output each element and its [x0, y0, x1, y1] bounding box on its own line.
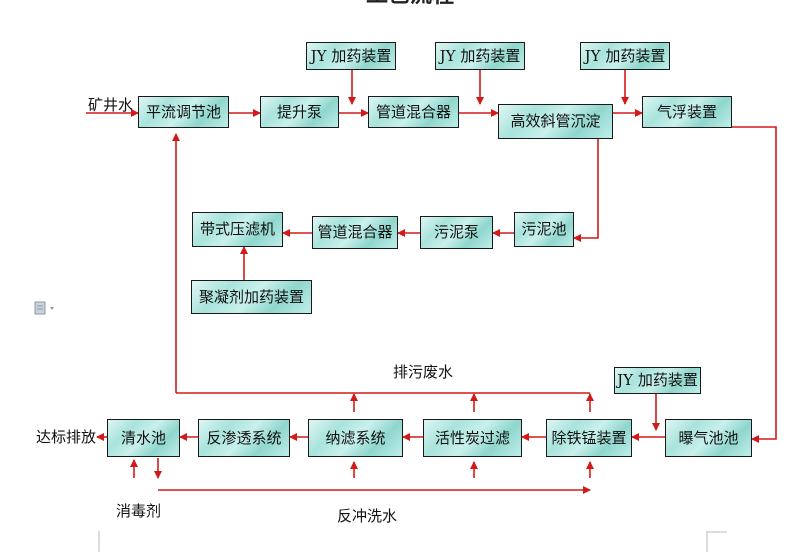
coagulant-dosing-box: 聚凝剂加药装置: [191, 280, 312, 314]
jy-dosing-box-4: JY 加药装置: [614, 367, 701, 394]
jy-dosing-box-3: JY 加药装置: [580, 42, 670, 70]
iron-manganese-removal-box: 除铁锰装置: [546, 419, 632, 457]
margin-corner-left: [78, 531, 100, 553]
aeration-tank-box: 曝气池池: [665, 419, 752, 457]
pipe-mixer-box-2: 管道混合器: [312, 216, 398, 249]
margin-corner-right: [706, 531, 727, 552]
lift-pump-box: 提升泵: [260, 96, 339, 128]
disinfectant-label: 消毒剂: [116, 502, 162, 520]
drain-water-label: 排污废水: [393, 363, 454, 381]
pipe-mixer-box-1: 管道混合器: [368, 96, 459, 128]
activated-carbon-filter-box: 活性炭过滤: [423, 419, 522, 457]
line-float-to-aeration: [732, 126, 777, 443]
nanofiltration-box: 纳滤系统: [308, 419, 403, 457]
mine-water-label: 矿井水: [88, 96, 134, 114]
discharge-label: 达标排放: [36, 428, 97, 446]
jy-dosing-box-1: JY 加药装置: [306, 42, 396, 70]
reverse-osmosis-box: 反渗透系统: [198, 419, 290, 457]
backwash-water-label: 反冲洗水: [337, 507, 398, 525]
inclined-tube-sedimentation-box: 高效斜管沉淀: [498, 104, 613, 139]
sludge-tank-box: 污泥池: [514, 212, 574, 247]
clear-water-tank-box: 清水池: [107, 419, 180, 457]
page-title: 工艺流程: [330, 0, 490, 10]
document-icon: [34, 301, 64, 315]
equalization-tank-box: 平流调节池: [138, 96, 229, 128]
sludge-pump-box: 污泥泵: [420, 216, 493, 249]
air-flotation-box: 气浮装置: [642, 96, 732, 128]
jy-dosing-box-2: JY 加药装置: [435, 42, 525, 70]
belt-filter-press-box: 带式压滤机: [192, 212, 283, 247]
